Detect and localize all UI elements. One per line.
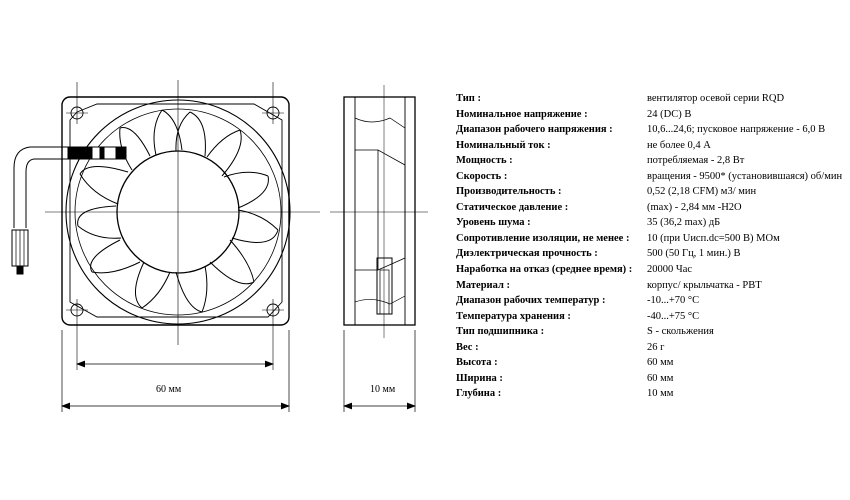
spec-label: Статическое давление :: [456, 201, 569, 213]
spec-label: Высота :: [456, 357, 498, 369]
spec-label: Вес :: [456, 341, 479, 353]
spec-label: Производительность :: [456, 186, 562, 198]
spec-row: Тип : вентилятор осевой серии RQD: [456, 91, 846, 107]
spec-value: -10...+70 °C: [647, 295, 700, 307]
spec-row: Тип подшипника : S - скольжения: [456, 324, 846, 340]
spec-value: 60 мм: [647, 357, 674, 369]
spec-value: (max) - 2,84 мм -H2O: [647, 201, 742, 213]
spec-row: Скорость : вращения - 9500* (установившая…: [456, 169, 846, 185]
spec-label: Температура хранения :: [456, 310, 571, 322]
spec-row: Диэлектрическая прочность : 500 (50 Гц, 1…: [456, 246, 846, 262]
spec-row: Диапазон рабочих температур : -10...+70 °…: [456, 293, 846, 309]
spec-value: 24 (DC) В: [647, 108, 692, 120]
spec-label: Ширина :: [456, 372, 503, 384]
spec-label: Тип :: [456, 93, 481, 104]
spec-value: 20000 Час: [647, 264, 693, 276]
spec-row: Материал : корпус/ крыльчатка - PBT: [456, 278, 846, 294]
spec-value: корпус/ крыльчатка - PBT: [647, 279, 762, 291]
spec-value: 35 (36,2 max) дБ: [647, 217, 721, 229]
spec-value: S - скольжения: [647, 326, 714, 338]
spec-value: 500 (50 Гц, 1 мин.) В: [647, 248, 741, 260]
wire-lead: [11, 146, 127, 275]
spec-value: 26 г: [647, 341, 665, 353]
spec-label: Сопротивление изоляции, не менее :: [456, 232, 630, 244]
spec-label: Материал :: [456, 279, 510, 291]
spec-value: 10,6...24,6; пусковое напряжение - 6,0 В: [647, 124, 826, 136]
fan-side-view: [330, 85, 428, 412]
spec-row: Сопротивление изоляции, не менее : 10 (пр…: [456, 231, 846, 247]
spec-label: Диапазон рабочего напряжения :: [456, 124, 613, 136]
spec-value: потребляемая - 2,8 Вт: [647, 155, 745, 167]
spec-label: Уровень шума :: [456, 217, 531, 229]
spec-value: 10 (при Uисп.dc=500 В) МОм: [647, 232, 780, 244]
spec-value: 0,52 (2,18 CFM) м3/ мин: [647, 186, 757, 198]
spec-label: Скорость :: [456, 170, 508, 182]
spec-row: Температура хранения : -40...+75 °C: [456, 309, 846, 325]
spec-row: Наработка на отказ (среднее время) : 2000…: [456, 262, 846, 278]
spec-value: вентилятор осевой серии RQD: [647, 93, 785, 104]
spec-label: Наработка на отказ (среднее время) :: [456, 264, 633, 276]
width-dimension-label: 60 мм: [156, 384, 182, 395]
spec-row: Диапазон рабочего напряжения : 10,6...24,…: [456, 122, 846, 138]
spec-row: Ширина : 60 мм: [456, 371, 846, 387]
depth-dimension-label: 10 мм: [370, 384, 396, 395]
spec-row: Вес : 26 г: [456, 340, 846, 356]
spec-label: Глубина :: [456, 388, 502, 400]
spec-value: 10 мм: [647, 388, 674, 400]
fan-front-view: [11, 80, 320, 412]
spec-label: Тип подшипника :: [456, 326, 545, 338]
spec-label: Мощность :: [456, 155, 513, 167]
spec-row: Номинальный ток : не более 0,4 А: [456, 138, 846, 154]
spec-label: Диапазон рабочих температур :: [456, 295, 606, 307]
spec-table: Тип : вентилятор осевой серии RQD Номиналь…: [456, 91, 846, 402]
spec-row: Глубина : 10 мм: [456, 386, 846, 402]
spec-row: Номинальное напряжение : 24 (DC) В: [456, 107, 846, 123]
spec-value: -40...+75 °C: [647, 310, 700, 322]
spec-row: Высота : 60 мм: [456, 355, 846, 371]
spec-value: не более 0,4 А: [647, 139, 711, 151]
spec-label: Номинальное напряжение :: [456, 108, 588, 120]
spec-row: Производительность : 0,52 (2,18 CFM) м3/ …: [456, 184, 846, 200]
spec-row: Уровень шума : 35 (36,2 max) дБ: [456, 215, 846, 231]
spec-label: Диэлектрическая прочность :: [456, 248, 598, 260]
spec-value: 60 мм: [647, 372, 674, 384]
spec-row: Статическое давление : (max) - 2,84 мм -H…: [456, 200, 846, 216]
spec-label: Номинальный ток :: [456, 139, 551, 151]
spec-row: Мощность : потребляемая - 2,8 Вт: [456, 153, 846, 169]
spec-value: вращения - 9500* (установившаяся) об/мин: [647, 170, 843, 182]
